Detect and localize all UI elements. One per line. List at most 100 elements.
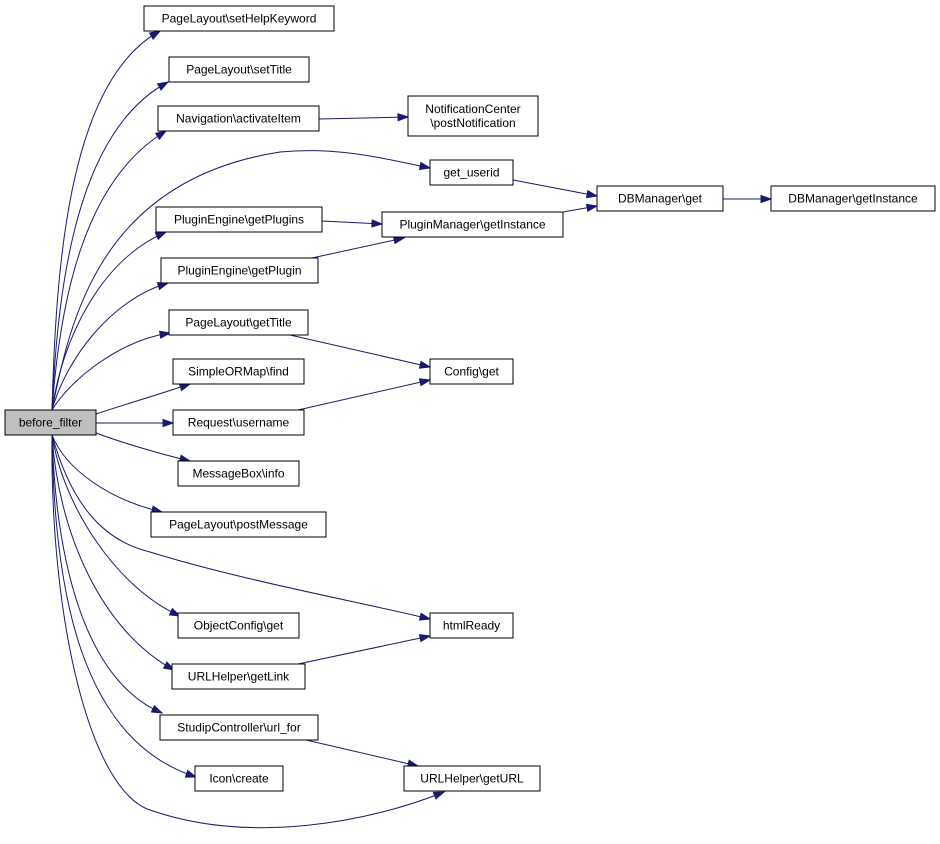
arrowhead-icon [178, 383, 192, 392]
node-configget[interactable]: Config\get [429, 358, 514, 385]
node-box[interactable] [177, 460, 300, 487]
node-username[interactable]: Request\username [172, 409, 305, 436]
node-dbgetinstance[interactable]: DBManager\getInstance [770, 185, 936, 212]
edge-line [305, 739, 419, 767]
edge-before-filter-to-ocget [51, 434, 182, 617]
edge-line [289, 334, 431, 368]
arrowhead-icon [418, 634, 432, 643]
node-label: Request\username [188, 416, 290, 430]
node-label: Config\get [444, 365, 499, 379]
edge-activateitem-to-postnotification [318, 113, 410, 122]
node-label: htmlReady [443, 619, 500, 633]
node-geturl[interactable]: URLHelper\getURL [403, 765, 541, 792]
node-box[interactable] [407, 95, 539, 137]
edge-line [51, 150, 431, 411]
node-label: PluginEngine\getPlugin [177, 264, 301, 278]
node-box[interactable] [159, 714, 319, 741]
node-box[interactable] [429, 358, 514, 385]
node-gettitle[interactable]: PageLayout\getTitle [168, 309, 309, 336]
edge-before-filter-to-gettitle [51, 330, 172, 411]
node-dbget[interactable]: DBManager\get [596, 185, 724, 212]
arrowhead-icon [162, 661, 176, 671]
edge-pmgetinstance-to-dbget [562, 203, 599, 213]
arrowhead-icon [148, 30, 162, 40]
node-label: NotificationCenter [425, 102, 520, 116]
edge-before-filter-to-create [51, 434, 198, 778]
nodes-layer: before_filter PageLayout\setHelpKeywordPa… [4, 5, 936, 792]
node-sethelpkeyword[interactable]: PageLayout\setHelpKeyword [143, 5, 335, 32]
node-box[interactable] [150, 511, 327, 538]
node-postnotification[interactable]: NotificationCenter\postNotification [407, 95, 539, 137]
node-box[interactable] [194, 765, 284, 792]
edge-line [318, 116, 409, 120]
node-box[interactable] [157, 105, 320, 132]
node-ocget[interactable]: ObjectConfig\get [177, 612, 300, 639]
node-find[interactable]: SimpleORMap\find [172, 358, 305, 385]
node-label: URLHelper\getURL [420, 772, 524, 786]
node-label: Icon\create [209, 772, 269, 786]
node-activateitem[interactable]: Navigation\activateItem [157, 105, 320, 132]
node-label: MessageBox\info [192, 467, 284, 481]
node-label: PageLayout\setTitle [186, 63, 292, 77]
node-box[interactable] [429, 612, 514, 639]
edge-line [95, 432, 191, 462]
node-getplugin[interactable]: PluginEngine\getPlugin [160, 257, 319, 284]
node-box[interactable] [4, 409, 97, 436]
edge-line [51, 434, 197, 778]
node-before-filter[interactable]: before_filter [4, 409, 97, 436]
node-box[interactable] [403, 765, 541, 792]
edge-before-filter-to-url-for [51, 434, 164, 714]
node-box[interactable] [155, 206, 323, 233]
node-box[interactable] [172, 409, 305, 436]
edge-before-filter-to-username [96, 418, 175, 428]
edge-line [51, 434, 163, 714]
arrowhead-icon [418, 161, 432, 170]
edge-line [51, 434, 445, 829]
node-url-for[interactable]: StudipController\url_for [159, 714, 319, 741]
node-box[interactable] [160, 257, 319, 284]
node-settitle[interactable]: PageLayout\setTitle [168, 56, 310, 83]
edge-before-filter-to-settitle [51, 81, 170, 411]
node-box[interactable] [381, 211, 564, 238]
node-getlink[interactable]: URLHelper\getLink [171, 663, 306, 690]
edge-get-userid-to-dbget [512, 179, 599, 199]
node-info[interactable]: MessageBox\info [177, 460, 300, 487]
arrowhead-icon [154, 130, 168, 141]
arrowhead-icon [158, 330, 172, 339]
node-box[interactable] [143, 5, 335, 32]
node-box[interactable] [596, 185, 724, 212]
edge-line [51, 231, 167, 411]
node-postmessage[interactable]: PageLayout\postMessage [150, 511, 327, 538]
node-label: PageLayout\setHelpKeyword [162, 12, 317, 26]
edge-before-filter-to-get-userid [51, 150, 432, 411]
node-box[interactable] [429, 159, 514, 186]
edge-line [297, 635, 431, 665]
arrowhead-icon [156, 282, 170, 291]
edge-before-filter-to-find [95, 383, 192, 415]
arrowhead-icon [418, 612, 432, 621]
node-box[interactable] [177, 612, 300, 639]
node-box[interactable] [770, 185, 936, 212]
node-label: DBManager\getInstance [788, 192, 918, 206]
node-htmlready[interactable]: htmlReady [429, 612, 514, 639]
edge-before-filter-to-activateitem [51, 130, 168, 411]
node-box[interactable] [168, 309, 309, 336]
arrowhead-icon [760, 194, 773, 204]
arrowhead-icon [154, 231, 168, 241]
edge-before-filter-to-info [95, 432, 192, 463]
node-create[interactable]: Icon\create [194, 765, 284, 792]
node-get-userid[interactable]: get_userid [429, 159, 514, 186]
node-box[interactable] [171, 663, 306, 690]
node-box[interactable] [168, 56, 310, 83]
edge-line [51, 81, 169, 411]
edge-line [51, 130, 167, 411]
node-label: PageLayout\getTitle [185, 316, 292, 330]
node-label: DBManager\get [618, 192, 703, 206]
edge-before-filter-to-geturl [51, 434, 446, 829]
node-box[interactable] [172, 358, 305, 385]
node-pmgetinstance[interactable]: PluginManager\getInstance [381, 211, 564, 238]
node-getplugins[interactable]: PluginEngine\getPlugins [155, 206, 323, 233]
edge-dbget-to-dbgetinstance [723, 194, 773, 204]
arrowhead-icon [418, 360, 432, 369]
edge-before-filter-to-getplugin [51, 282, 170, 411]
